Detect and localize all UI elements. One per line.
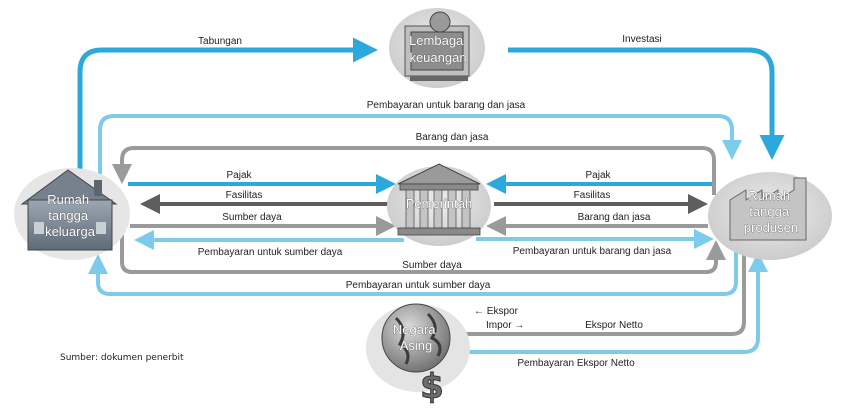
producer-label-line2: tangga bbox=[749, 204, 790, 219]
foreign-label-line2: Asing bbox=[400, 338, 433, 353]
government-label: Pemerintah bbox=[406, 196, 472, 211]
government-node: Pemerintah bbox=[387, 163, 491, 246]
svg-text:Rumah tangga kelua: Rumah tangga keluarga bbox=[45, 192, 96, 239]
household-label-line2: tangga bbox=[48, 208, 89, 223]
ekspor-label: ← Ekspor bbox=[474, 306, 519, 317]
barang-jasa-top-arrow bbox=[112, 146, 716, 195]
pembayaran-sumber-daya-bottom-arrow bbox=[88, 250, 738, 296]
investasi-arrow bbox=[508, 47, 785, 160]
producer-label-line1: Rumah bbox=[748, 188, 790, 203]
fasilitas-right-label: Fasilitas bbox=[574, 190, 611, 201]
pembayaran-sumber-daya-left-label: Pembayaran untuk sumber daya bbox=[198, 247, 343, 258]
pajak-left-label: Pajak bbox=[226, 170, 252, 181]
sumber-daya-bottom-arrow bbox=[120, 232, 726, 274]
pembayaran-barang-jasa-top-label: Pembayaran untuk barang dan jasa bbox=[367, 100, 526, 111]
pembayaran-barang-jasa-top-arrow bbox=[98, 114, 742, 185]
fasilitas-left-label: Fasilitas bbox=[226, 190, 263, 201]
tabungan-arrow bbox=[77, 37, 378, 180]
svg-text:Rumah tangga produ: Rumah tangga produsen bbox=[744, 188, 798, 235]
household-label-line3: keluarga bbox=[45, 224, 96, 239]
pajak-right-label: Pajak bbox=[585, 170, 611, 181]
svg-text:Pemerintah: Pemerintah bbox=[406, 196, 472, 211]
foreign-country-node: $ Negara Asing bbox=[366, 303, 470, 408]
factory-icon bbox=[729, 177, 807, 241]
tabungan-label: Tabungan bbox=[198, 36, 242, 47]
foreign-label-line1: Negara bbox=[393, 322, 436, 337]
producer-node: Rumah tangga produsen bbox=[708, 172, 832, 260]
source-note: Sumber: dokumen penerbit bbox=[60, 353, 184, 363]
financial-label-line1: Lembaga bbox=[409, 33, 464, 48]
ekspor-netto-label: Ekspor Netto bbox=[585, 320, 643, 331]
household-label-line1: Rumah bbox=[47, 192, 89, 207]
svg-text:Lembaga keuangan: Lembaga keuangan bbox=[409, 33, 467, 65]
barang-jasa-right-label: Barang dan jasa bbox=[578, 212, 651, 223]
barang-jasa-top-label: Barang dan jasa bbox=[416, 132, 489, 143]
sumber-daya-left-label: Sumber daya bbox=[222, 212, 282, 223]
pembayaran-sumber-daya-bottom-label: Pembayaran untuk sumber daya bbox=[346, 280, 491, 291]
ekspor-netto-arrow bbox=[466, 250, 746, 336]
household-node: Rumah tangga keluarga bbox=[14, 168, 130, 260]
impor-label: Impor → bbox=[486, 320, 524, 331]
dollar-sign-icon: $ bbox=[420, 367, 444, 407]
financial-label-line2: keuangan bbox=[409, 50, 466, 65]
investasi-label: Investasi bbox=[622, 34, 661, 45]
pembayaran-ekspor-netto-arrow bbox=[466, 252, 768, 354]
financial-institution-node: Lembaga keuangan bbox=[389, 8, 485, 88]
pembayaran-barang-jasa-right-label: Pembayaran untuk barang dan jasa bbox=[513, 246, 672, 257]
svg-text:Negara Asing: Negara Asing bbox=[393, 322, 439, 353]
coin-icon bbox=[429, 11, 451, 33]
producer-label-line3: produsen bbox=[744, 220, 798, 235]
pembayaran-ekspor-netto-label: Pembayaran Ekspor Netto bbox=[517, 358, 635, 369]
sumber-daya-bottom-label: Sumber daya bbox=[402, 260, 462, 271]
